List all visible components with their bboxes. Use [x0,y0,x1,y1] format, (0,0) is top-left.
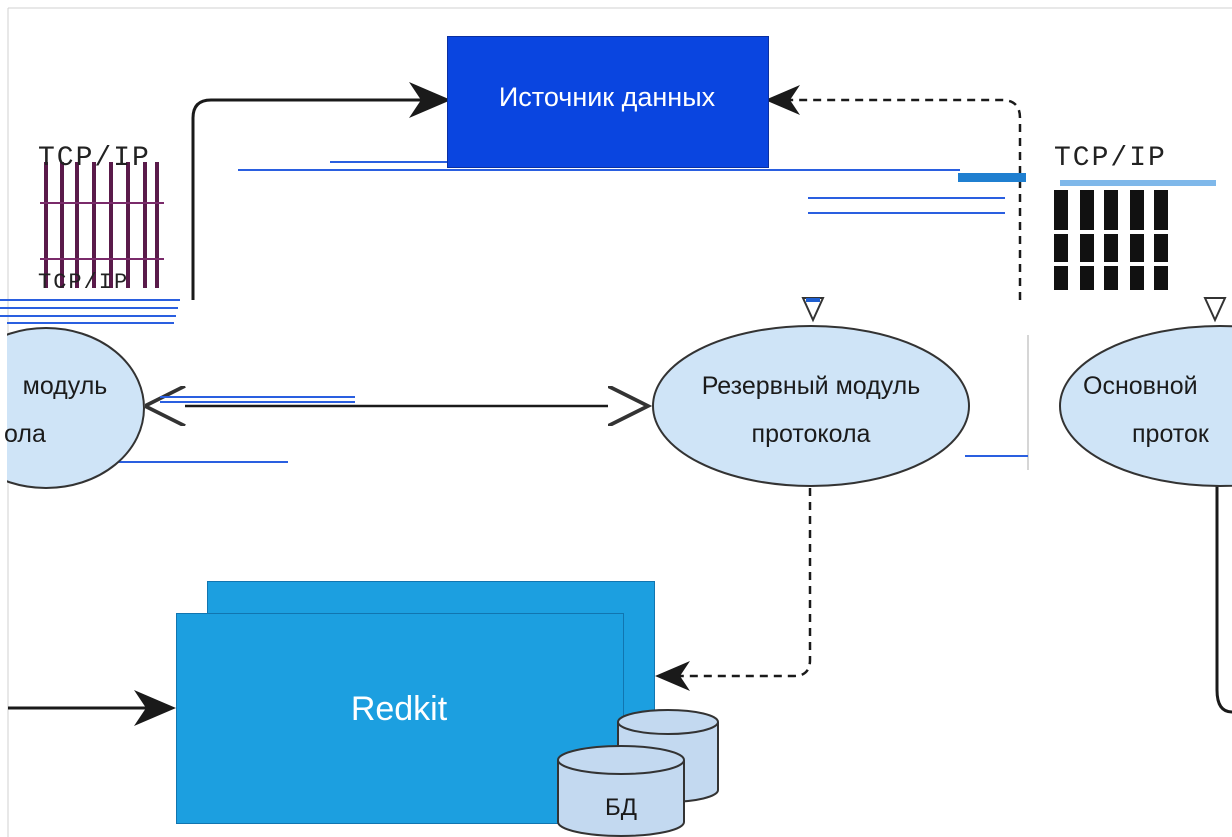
edge-main-to-source [765,85,1022,300]
data-source-label: Источник данных [498,82,716,112]
edge-reserve-to-redkit [655,488,812,691]
left-module-label-line2: ола [4,420,46,448]
main-module-label-line1: Основной [1083,372,1198,400]
main-module-ellipse [1059,325,1232,487]
edge-main-down [1215,480,1232,714]
db-label: БД [604,794,637,821]
redkit-label: Redkit [350,690,448,728]
reserve-module-label-line2: протокола [751,420,871,448]
artifact-bar-2 [1060,180,1216,186]
data-source-box [447,36,769,168]
reserve-module-label-line1: Резервный модуль [701,372,921,400]
arrowhead-main-top [1203,297,1227,323]
artifact-bar [958,173,1026,182]
arrowhead-reserve-top-fill [806,298,820,302]
main-module-label-line2: проток [1132,420,1209,448]
tcp-label-right: TCP/IP [1054,143,1167,174]
left-module-ellipse [0,327,145,489]
tcp-label-left-2: TCP/IP [38,270,130,295]
redkit-box-front [176,613,624,824]
tcp-left-bars [40,162,164,288]
tcp-label-left: TCP/IP [38,143,151,174]
artifact-strokes [0,161,1028,463]
tcp-right-bars [1050,190,1174,290]
left-module-label-line1: модуль [22,372,108,400]
edge-left-to-source [191,82,451,300]
db-cylinder-front [557,745,685,837]
left-clip [0,320,7,500]
reserve-module-ellipse [652,325,970,487]
